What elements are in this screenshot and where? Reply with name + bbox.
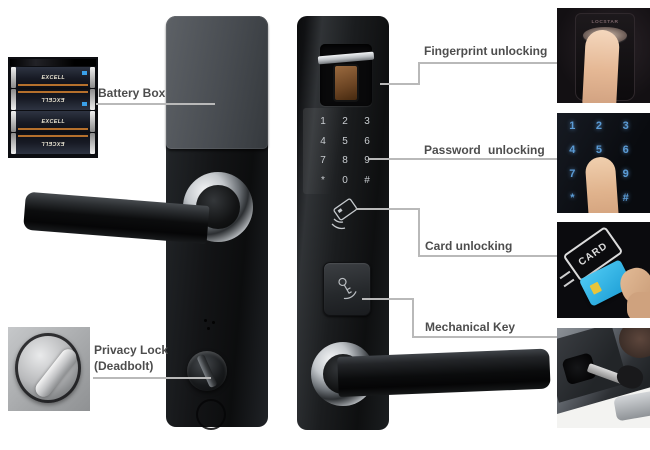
battery-mark bbox=[82, 102, 87, 106]
battery-brand-text: EXCELL bbox=[41, 140, 65, 147]
photo-key-hash: # bbox=[622, 192, 629, 204]
key-4: 4 bbox=[320, 135, 326, 147]
battery-cover bbox=[166, 16, 268, 149]
thumbturn-knob bbox=[15, 333, 81, 403]
thumbturn-wing bbox=[32, 346, 80, 400]
key-9: 9 bbox=[364, 155, 370, 167]
battery-box-label: Battery Box bbox=[98, 86, 166, 100]
mechanical-key-photo bbox=[557, 328, 650, 428]
card-chip bbox=[589, 281, 603, 295]
battery-1: EXCELL bbox=[11, 67, 95, 88]
lock-keypad: 1 2 3 4 5 6 7 8 9 * 0 # bbox=[312, 112, 378, 190]
keypad-panel bbox=[303, 108, 385, 194]
callout-underline-fingerprint bbox=[418, 62, 557, 64]
callout-line-card bbox=[356, 208, 420, 210]
battery-mark bbox=[82, 71, 87, 75]
battery-brand-text: EXCELL bbox=[41, 96, 65, 103]
battery-stripe bbox=[18, 84, 88, 86]
callout-elbow-fingerprint bbox=[418, 62, 420, 84]
battery-cap bbox=[11, 67, 16, 88]
privacy-lock-label-line2: (Deadbolt) bbox=[94, 359, 154, 373]
photo-key-star: * bbox=[570, 192, 575, 204]
speaker-hole bbox=[212, 321, 215, 324]
privacy-knob-photo bbox=[8, 327, 90, 411]
battery-box-photo: EXCELL EXCELL EXCELL bbox=[8, 57, 98, 158]
callout-line-mechanical bbox=[362, 298, 414, 300]
battery-brand-text: EXCELL bbox=[41, 118, 65, 125]
battery-compartment-edge bbox=[10, 59, 96, 66]
battery-brand-text: EXCELL bbox=[41, 74, 65, 81]
photo-key-6: 6 bbox=[622, 144, 629, 156]
battery-stripe bbox=[18, 128, 88, 130]
speaker-hole bbox=[204, 319, 207, 322]
exterior-handle bbox=[337, 348, 551, 397]
card-reader-icon bbox=[331, 198, 358, 230]
photo-key-2: 2 bbox=[595, 120, 603, 132]
photo-key-3: 3 bbox=[622, 120, 629, 132]
fingerprint-module-brand: LOCSTAR bbox=[591, 18, 619, 25]
battery-stripe bbox=[18, 91, 88, 93]
speaker-hole bbox=[207, 327, 210, 330]
key-1: 1 bbox=[320, 116, 326, 128]
battery-stripe bbox=[18, 135, 88, 137]
callout-elbow-card bbox=[418, 208, 420, 257]
photo-key-1: 1 bbox=[569, 120, 576, 132]
motion-dash bbox=[563, 278, 575, 288]
fingerprint-press-photo: LOCSTAR bbox=[557, 8, 650, 103]
callout-line-fingerprint bbox=[380, 83, 420, 85]
mechanical-key-label: Mechanical Key bbox=[425, 320, 516, 334]
keypad-press-photo: 1 2 3 4 5 6 7 8 9 * 0 # bbox=[557, 113, 650, 213]
callout-line-privacy bbox=[93, 377, 211, 379]
motion-dash bbox=[559, 270, 571, 280]
key-5: 5 bbox=[342, 135, 348, 147]
key-3: 3 bbox=[364, 116, 370, 128]
battery-body: EXCELL bbox=[16, 67, 90, 88]
key-6: 6 bbox=[364, 135, 370, 147]
callout-underline-mechanical bbox=[412, 336, 557, 338]
callout-line-battery bbox=[96, 103, 215, 105]
battery-body: EXCELL bbox=[16, 133, 90, 154]
mechanical-key-icon bbox=[338, 277, 357, 300]
key-2: 2 bbox=[342, 116, 348, 128]
key-star: * bbox=[321, 174, 325, 186]
card-outline-text: CARD bbox=[576, 240, 610, 268]
callout-line-password bbox=[368, 158, 557, 160]
hand bbox=[627, 292, 650, 318]
battery-cap bbox=[90, 111, 95, 132]
key-8: 8 bbox=[342, 155, 348, 167]
finger bbox=[581, 29, 621, 103]
bottom-seam bbox=[196, 399, 226, 430]
privacy-lock-label: Privacy Lock (Deadbolt) bbox=[94, 342, 168, 374]
battery-cap bbox=[90, 89, 95, 110]
fingerprint-unlocking-label: Fingerprint unlocking bbox=[424, 44, 548, 58]
card-unlocking-label: Card unlocking bbox=[425, 239, 513, 253]
photo-key-9: 9 bbox=[622, 168, 629, 180]
battery-body: EXCELL bbox=[16, 89, 90, 110]
card-unlock-photo: CARD bbox=[557, 222, 650, 318]
photo-key-5: 5 bbox=[595, 144, 603, 156]
battery-cap bbox=[90, 133, 95, 154]
privacy-lock-label-line1: Privacy Lock bbox=[94, 343, 169, 357]
password-unlocking-label: Password unlocking bbox=[424, 143, 545, 157]
fingerprint-sensor-window bbox=[333, 64, 359, 102]
battery-2: EXCELL bbox=[11, 89, 95, 110]
key-hash: # bbox=[364, 174, 370, 186]
battery-4: EXCELL bbox=[11, 133, 95, 154]
key-7: 7 bbox=[320, 155, 326, 167]
callout-elbow-mechanical bbox=[412, 298, 414, 338]
photo-key-7: 7 bbox=[569, 168, 576, 180]
battery-cap bbox=[90, 67, 95, 88]
photo-key-4: 4 bbox=[569, 144, 576, 156]
finger bbox=[619, 328, 650, 358]
battery-3: EXCELL bbox=[11, 111, 95, 132]
battery-cap bbox=[11, 111, 16, 132]
callout-underline-card bbox=[418, 255, 557, 257]
key-0: 0 bbox=[342, 174, 348, 186]
battery-body: EXCELL bbox=[16, 111, 90, 132]
